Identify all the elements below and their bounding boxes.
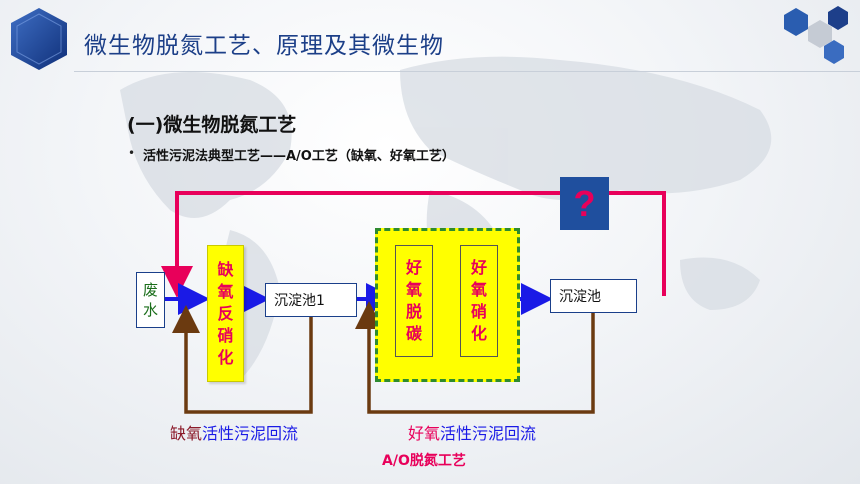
wastewater-label: 废 水 [142, 281, 158, 319]
decorative-hexagons-icon [784, 6, 848, 64]
process-name-caption: A/O脱氮工艺 [382, 453, 466, 469]
anoxic-denitrification-label: 缺 氧 反 硝 化 [217, 259, 234, 367]
aerobic-return-caption-part2: 活性污泥回流 [440, 424, 537, 443]
anoxic-sludge-return-line [172, 305, 313, 414]
aerobic-decarbonization-label: 好 氧 脱 碳 [405, 258, 422, 343]
question-mark-badge: ? [560, 177, 609, 230]
settling-tank-1-label: 沉淀池1 [274, 293, 325, 309]
bullet-dot-icon: • [128, 146, 136, 160]
wastewater-box: 废 水 [136, 272, 165, 328]
logo-hexagon-icon [11, 8, 67, 70]
title-divider [74, 71, 860, 72]
aerobic-nitrification-label: 好 氧 硝 化 [470, 258, 487, 343]
nitrate-recycle-line [161, 191, 666, 298]
section-heading: (一)微生物脱氮工艺 [127, 114, 297, 136]
aerobic-return-caption: 好氧活性污泥回流 [408, 420, 536, 444]
aerobic-return-caption-part1: 好氧 [408, 424, 441, 443]
anoxic-return-caption-part2: 活性污泥回流 [202, 424, 299, 443]
aerobic-sludge-return-line [355, 301, 595, 414]
settling-tank-2: 沉淀池 [550, 279, 637, 313]
page-title: 微生物脱氮工艺、原理及其微生物 [84, 33, 444, 59]
aerobic-decarbonization-tank: 好 氧 脱 碳 [395, 245, 433, 357]
anoxic-return-caption-part1: 缺氧 [170, 424, 203, 443]
anoxic-denitrification-tank: 缺 氧 反 硝 化 [207, 245, 244, 382]
settling-tank-1: 沉淀池1 [265, 283, 357, 317]
aerobic-nitrification-tank: 好 氧 硝 化 [460, 245, 498, 357]
question-mark-text: ? [573, 182, 596, 224]
bullet-text: 活性污泥法典型工艺——A/O工艺（缺氧、好氧工艺） [143, 149, 455, 164]
anoxic-return-caption: 缺氧活性污泥回流 [170, 420, 298, 444]
settling-tank-2-label: 沉淀池 [559, 289, 601, 305]
